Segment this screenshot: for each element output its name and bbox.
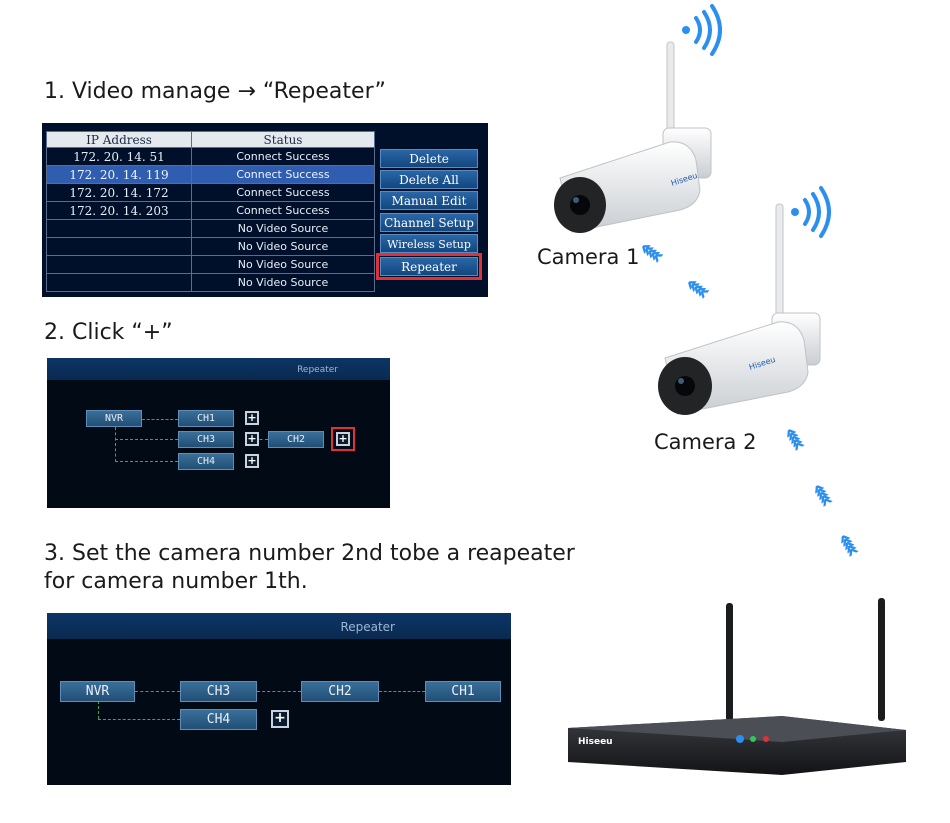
- ip-cell: [46, 219, 192, 238]
- add-plus-icon[interactable]: +: [245, 432, 259, 446]
- link-line: [115, 461, 178, 462]
- wireless-setup-button[interactable]: Wireless Setup: [380, 234, 478, 253]
- ch4-node[interactable]: CH4: [178, 453, 234, 470]
- nvr-node: NVR: [60, 681, 135, 702]
- repeater-title-bar: Repeater: [47, 358, 390, 380]
- link-line: [257, 691, 301, 692]
- add-plus-icon[interactable]: +: [271, 710, 289, 728]
- nvr-brand: Hiseeu: [578, 737, 613, 747]
- ch2-node[interactable]: CH2: [268, 431, 324, 448]
- link-line: [98, 719, 180, 720]
- status-cell: No Video Source: [191, 237, 375, 256]
- repeater-button[interactable]: Repeater: [376, 253, 482, 280]
- nvr-recorder-icon: [568, 598, 906, 775]
- wifi-signal-icon: [682, 4, 722, 56]
- nvr-node: NVR: [86, 410, 142, 427]
- camera-2-label: Camera 2: [654, 430, 757, 454]
- status-cell: No Video Source: [191, 219, 375, 238]
- add-plus-icon[interactable]: +: [245, 411, 259, 425]
- step2-label: 2. Click “+”: [44, 320, 173, 345]
- link-line: [379, 691, 425, 692]
- delete-button[interactable]: Delete: [380, 149, 478, 168]
- ch4-node[interactable]: CH4: [180, 709, 257, 730]
- wifi-signal-icon: [791, 186, 831, 238]
- table-row[interactable]: No Video Source: [46, 219, 375, 238]
- ip-header: IP Address: [46, 131, 192, 148]
- manual-edit-button[interactable]: Manual Edit: [380, 191, 478, 210]
- ch2-node[interactable]: CH2: [301, 681, 379, 702]
- ip-cell: 172. 20. 14. 203: [46, 201, 192, 220]
- ip-cell: 172. 20. 14. 51: [46, 147, 192, 166]
- ch3-node[interactable]: CH3: [180, 681, 257, 702]
- ch3-node[interactable]: CH3: [178, 431, 234, 448]
- status-cell: Connect Success: [191, 201, 375, 220]
- status-cell: No Video Source: [191, 255, 375, 274]
- repeater-title-bar: Repeater: [47, 613, 511, 639]
- channel-setup-button[interactable]: Channel Setup: [380, 213, 478, 232]
- repeater-panel-after: Repeater NVR CH3 CH2 CH1 CH4 +: [47, 613, 511, 785]
- ip-cell: [46, 273, 192, 292]
- link-line: [98, 701, 99, 719]
- table-header: IP Address Status: [46, 131, 375, 148]
- link-line: [135, 691, 180, 692]
- ip-cell: [46, 255, 192, 274]
- status-cell: Connect Success: [191, 183, 375, 202]
- ip-cell: 172. 20. 14. 172: [46, 183, 192, 202]
- step3-line2: for camera number 1th.: [44, 569, 308, 594]
- ip-cell: 172. 20. 14. 119: [46, 165, 192, 184]
- link-line: [142, 419, 178, 420]
- table-row[interactable]: No Video Source: [46, 273, 375, 292]
- camera-2-icon: [658, 203, 821, 415]
- add-plus-icon-highlighted[interactable]: +: [331, 427, 355, 451]
- add-plus-icon[interactable]: +: [245, 454, 259, 468]
- ip-cell: [46, 237, 192, 256]
- camera-1-label: Camera 1: [537, 245, 640, 269]
- link-line: [115, 439, 178, 440]
- step3-line1: 3. Set the camera number 2nd tobe a reap…: [44, 541, 575, 566]
- status-cell: Connect Success: [191, 165, 375, 184]
- ch1-node[interactable]: CH1: [178, 410, 234, 427]
- delete-all-button[interactable]: Delete All: [380, 170, 478, 189]
- link-line: [115, 427, 116, 462]
- repeater-panel-before: Repeater NVR CH1 + CH3 + CH2 + CH4 +: [47, 358, 390, 508]
- step3-label: 3. Set the camera number 2nd tobe a reap…: [44, 540, 575, 596]
- table-row[interactable]: No Video Source: [46, 255, 375, 274]
- status-cell: No Video Source: [191, 273, 375, 292]
- status-header: Status: [191, 131, 375, 148]
- link-line: [254, 439, 268, 440]
- camera-1-icon: [554, 41, 712, 233]
- status-cell: Connect Success: [191, 147, 375, 166]
- network-illustration: Hiseeu Hiseeu Hiseeu: [554, 4, 906, 775]
- ch1-node[interactable]: CH1: [425, 681, 501, 702]
- table-row[interactable]: No Video Source: [46, 237, 375, 256]
- step1-label: 1. Video manage → “Repeater”: [44, 79, 386, 104]
